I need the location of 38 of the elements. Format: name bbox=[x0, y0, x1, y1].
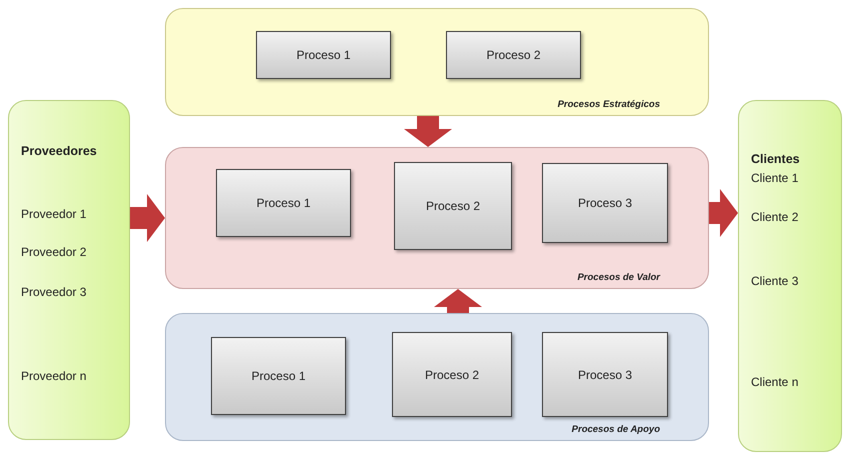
list-item: Proveedor n bbox=[21, 369, 86, 383]
block-arrow bbox=[130, 194, 165, 242]
process-band bbox=[165, 313, 709, 441]
process-band bbox=[165, 147, 709, 289]
list-item: Cliente 3 bbox=[751, 274, 798, 288]
block-arrow bbox=[709, 189, 738, 237]
process-label: Proceso 1 bbox=[296, 48, 351, 62]
band-title: Procesos de Valor bbox=[577, 272, 660, 283]
list-item: Cliente 2 bbox=[751, 210, 798, 224]
list-item: Cliente n bbox=[751, 375, 798, 389]
process-label: Proceso 3 bbox=[578, 196, 632, 210]
process-box bbox=[446, 31, 581, 79]
process-label: Proceso 2 bbox=[426, 199, 480, 213]
process-box bbox=[542, 163, 668, 243]
process-box bbox=[392, 332, 512, 417]
block-arrow bbox=[434, 289, 482, 313]
panel-heading: Proveedores bbox=[21, 144, 97, 158]
side-panel bbox=[8, 100, 130, 440]
band-title: Procesos Estratégicos bbox=[558, 99, 660, 110]
process-box bbox=[216, 169, 351, 237]
process-label: Proceso 1 bbox=[256, 196, 311, 210]
process-band bbox=[165, 8, 709, 116]
process-label: Proceso 2 bbox=[424, 368, 480, 382]
band-title: Procesos de Apoyo bbox=[572, 424, 660, 435]
list-item: Proveedor 1 bbox=[21, 207, 86, 221]
process-box bbox=[394, 162, 512, 250]
list-item: Proveedor 2 bbox=[21, 245, 86, 259]
process-label: Proceso 2 bbox=[486, 48, 541, 62]
panel-heading: Clientes bbox=[751, 152, 800, 166]
process-box bbox=[542, 332, 668, 417]
process-box bbox=[211, 337, 346, 415]
process-label: Proceso 3 bbox=[578, 368, 632, 382]
list-item: Proveedor 3 bbox=[21, 285, 86, 299]
process-label: Proceso 1 bbox=[251, 369, 306, 383]
list-item: Cliente 1 bbox=[751, 171, 798, 185]
block-arrow bbox=[404, 116, 452, 147]
process-box bbox=[256, 31, 391, 79]
side-panel bbox=[738, 100, 842, 452]
